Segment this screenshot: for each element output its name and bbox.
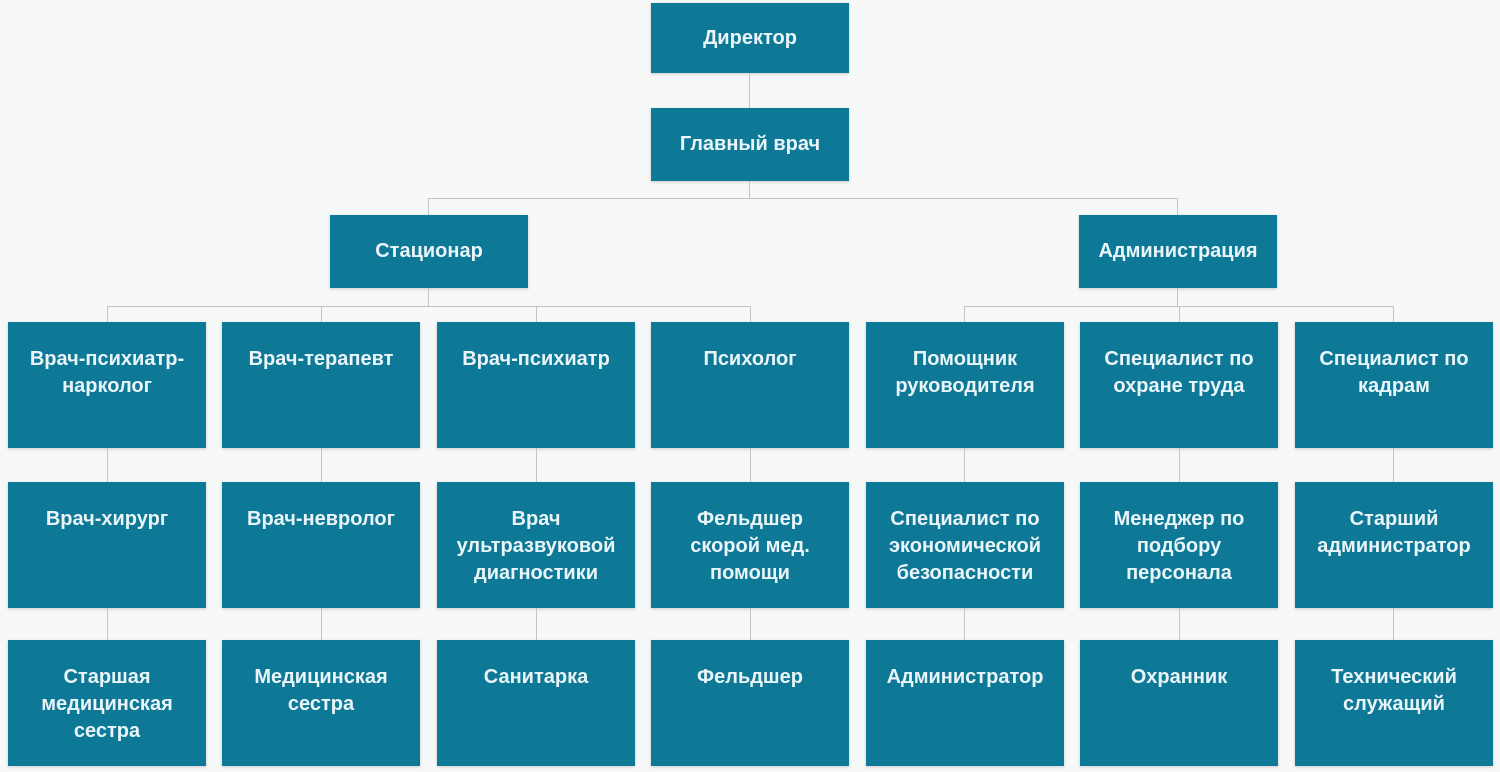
org-node: Врач ультразвуковой диагностики — [437, 482, 635, 608]
connector-line — [749, 73, 750, 108]
connector-line — [428, 198, 1178, 199]
connector-line — [1179, 306, 1180, 322]
org-node: Помощник руководителя — [866, 322, 1064, 448]
org-node: Технический служащий — [1295, 640, 1493, 766]
connector-line — [107, 306, 108, 322]
connector-line — [750, 306, 751, 322]
connector-line — [107, 448, 108, 482]
connector-line — [107, 306, 751, 307]
connector-line — [321, 306, 322, 322]
org-node: Психолог — [651, 322, 849, 448]
org-node: Фельдшер скорой мед. помощи — [651, 482, 849, 608]
connector-line — [964, 608, 965, 640]
org-node: Врач-психиатр-нарколог — [8, 322, 206, 448]
org-node: Старшая медицинская сестра — [8, 640, 206, 766]
org-node: Специалист по экономической безопасности — [866, 482, 1064, 608]
org-node: Врач-невролог — [222, 482, 420, 608]
connector-line — [321, 448, 322, 482]
connector-line — [321, 608, 322, 640]
connector-line — [1179, 448, 1180, 482]
org-node-chief-physician: Главный врач — [651, 108, 849, 181]
connector-line — [1393, 608, 1394, 640]
org-node: Санитарка — [437, 640, 635, 766]
connector-line — [428, 198, 429, 215]
connector-line — [107, 608, 108, 640]
connector-line — [428, 288, 429, 307]
connector-line — [1177, 288, 1178, 307]
org-node: Администратор — [866, 640, 1064, 766]
connector-line — [1177, 198, 1178, 215]
connector-line — [750, 608, 751, 640]
org-node: Охранник — [1080, 640, 1278, 766]
org-node: Медицинская сестра — [222, 640, 420, 766]
connector-line — [536, 306, 537, 322]
org-node-director: Директор — [651, 3, 849, 73]
connector-line — [1393, 306, 1394, 322]
connector-line — [536, 608, 537, 640]
org-node: Менеджер по подбору персонала — [1080, 482, 1278, 608]
connector-line — [1179, 608, 1180, 640]
org-node: Старший администратор — [1295, 482, 1493, 608]
org-node-inpatient-branch: Стационар — [330, 215, 528, 288]
org-node: Специалист по кадрам — [1295, 322, 1493, 448]
connector-line — [749, 181, 750, 199]
connector-line — [964, 448, 965, 482]
connector-line — [1393, 448, 1394, 482]
org-node: Врач-терапевт — [222, 322, 420, 448]
org-node: Врач-психиатр — [437, 322, 635, 448]
connector-line — [750, 448, 751, 482]
connector-line — [536, 448, 537, 482]
org-node-administration-branch: Администрация — [1079, 215, 1277, 288]
org-node: Фельдшер — [651, 640, 849, 766]
org-node: Врач-хирург — [8, 482, 206, 608]
org-node: Специалист по охране труда — [1080, 322, 1278, 448]
connector-line — [964, 306, 965, 322]
